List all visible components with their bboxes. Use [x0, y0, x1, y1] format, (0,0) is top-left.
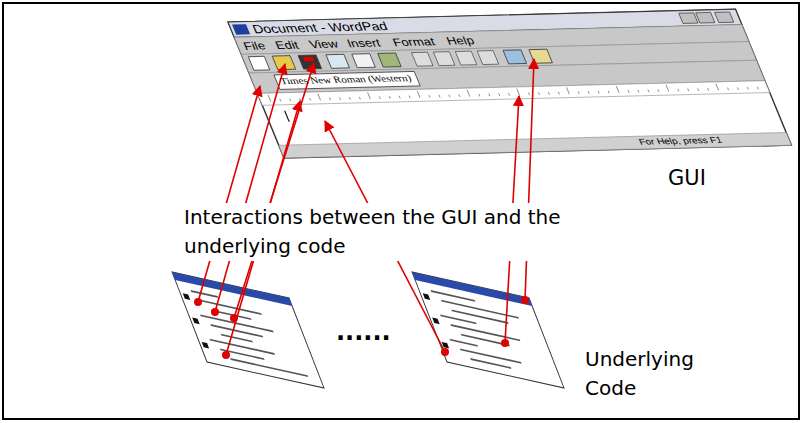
code-label: Underlying Code — [585, 345, 705, 403]
status-text: For Help, press F1 — [637, 135, 724, 147]
menu-item: Insert — [345, 36, 383, 50]
menu-item: View — [307, 37, 340, 51]
app-icon — [232, 24, 250, 35]
ellipsis: ...... — [336, 318, 391, 347]
window-text-layer: Document - WordPadFile Edit View Insert Form… — [228, 9, 791, 158]
menu-item: File — [241, 39, 267, 53]
frame — [3, 3, 799, 419]
menu-item: Help — [444, 34, 476, 48]
code-window — [412, 272, 564, 388]
wordpad-window — [228, 9, 791, 158]
text-cursor — [285, 111, 290, 122]
font-box — [274, 71, 420, 89]
interaction-dots — [194, 296, 529, 359]
menu-item: Format — [391, 35, 437, 49]
status-bar — [279, 133, 792, 159]
ruler-ticks — [268, 83, 758, 102]
menu-item: Edit — [273, 38, 301, 52]
caption-text: Interactions between the GUI and the und… — [182, 203, 571, 261]
font-name: Times New Roman (Western) — [278, 72, 413, 86]
gui-label: GUI — [668, 166, 706, 191]
window-title: Document - WordPad — [250, 19, 390, 37]
code-window — [172, 272, 324, 388]
